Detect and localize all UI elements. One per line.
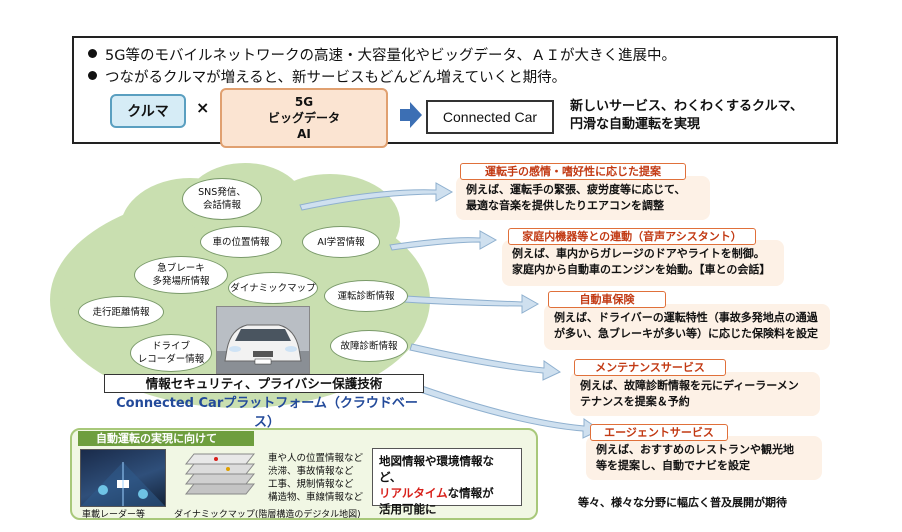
service-5-title: エージェントサービス <box>590 424 728 441</box>
security-bar: 情報セキュリティ、プライバシー保護技術 <box>104 374 424 393</box>
service-5-body: 例えば、おすすめのレストランや観光地 等を提案し、自動でナビを設定 <box>586 436 822 480</box>
realtime-line-2-rest: な情報が <box>447 486 494 500</box>
bubble-position-label: 車の位置情報 <box>212 236 270 248</box>
bullet-line-1: 5G等のモバイルネットワークの高速・大容量化やビッグデータ、ＡＩが大きく進展中。 <box>88 44 676 65</box>
panel-title: 自動運転の実現に向けて <box>78 431 254 446</box>
realtime-highlight: リアルタイム <box>379 486 448 500</box>
arrow-3 <box>403 294 540 314</box>
service-3-text: 例えば、ドライバーの運転特性（事故多発地点の通過 が多い、急ブレーキが多い等）に… <box>554 311 818 340</box>
service-4-body: 例えば、故障診断情報を元にディーラーメン テナンスを提案＆予約 <box>570 372 820 416</box>
layer-label-3: 工事、規制情報など <box>268 479 354 490</box>
platform-label: Connected Carプラットフォーム（クラウドベース） <box>116 396 418 430</box>
closing-text: 等々、様々な分野に幅広く普及展開が期待 <box>578 496 787 509</box>
bullet-text-2: つながるクルマが増えると、新サービスもどんどん増えていくと期待。 <box>105 70 567 86</box>
service-4-title: メンテナンスサービス <box>574 359 726 376</box>
service-2-body: 例えば、車内からガレージのドアやライトを制御。 家庭内から自動車のエンジンを始動… <box>502 240 784 286</box>
car-photo <box>216 306 310 374</box>
bubble-fault: 故障診断情報 <box>330 330 408 362</box>
bubble-dynamic-map: ダイナミックマップ <box>228 272 318 304</box>
radar-caption: 車載レーダー等 <box>82 510 146 520</box>
bubble-diagnosis: 運転診断情報 <box>324 280 408 312</box>
arrow-1 <box>299 182 454 211</box>
service-3-title: 自動車保険 <box>548 291 666 308</box>
bullet-icon <box>88 49 97 58</box>
service-2-title: 家庭内機器等との連動（音声アシスタント） <box>508 228 756 245</box>
radar-image <box>80 449 166 507</box>
bullet-line-2: つながるクルマが増えると、新サービスもどんどん増えていくと期待。 <box>88 66 566 87</box>
service-2-text: 例えば、車内からガレージのドアやライトを制御。 家庭内から自動車のエンジンを始動… <box>512 247 771 276</box>
tech-5g: 5G <box>294 95 314 109</box>
layer-label-1: 車や人の位置情報など <box>268 453 364 464</box>
bubble-diagnosis-label: 運転診断情報 <box>337 290 395 302</box>
bubble-recorder-label: ドライブ レコーダー情報 <box>137 341 205 365</box>
service-1-title: 運転手の感情・嗜好性に応じた提案 <box>460 163 686 180</box>
layer-label-4: 構造物、車線情報など <box>268 492 364 503</box>
arrow-2 <box>389 230 498 251</box>
bubble-distance-label: 走行距離情報 <box>92 306 150 318</box>
realtime-line-2: リアルタイムな情報が <box>379 485 515 501</box>
realtime-line-1: 地図情報や環境情報など、 <box>379 454 494 484</box>
bubble-sns: SNS発信、 会話情報 <box>182 178 262 220</box>
tech-box: 5G ビッグデータ AI <box>220 88 388 148</box>
bullet-text-1: 5G等のモバイルネットワークの高速・大容量化やビッグデータ、ＡＩが大きく進展中。 <box>105 48 677 64</box>
bubble-dynamic-map-label: ダイナミックマップ <box>230 282 316 294</box>
bubble-ai: AI学習情報 <box>302 226 380 258</box>
realtime-line-3: 活用可能に <box>379 502 437 516</box>
bubble-sns-label: SNS発信、 会話情報 <box>198 187 246 211</box>
result-text: 新しいサービス、わくわくするクルマ、 円滑な自動運転を実現 <box>570 98 803 134</box>
layered-map-icon <box>184 453 256 495</box>
bubble-fault-label: 故障診断情報 <box>340 340 398 352</box>
summary-box: 5G等のモバイルネットワークの高速・大容量化やビッグデータ、ＡＩが大きく進展中。… <box>72 36 838 148</box>
bullet-icon <box>88 71 97 80</box>
right-arrow-icon <box>400 102 422 128</box>
service-4-text: 例えば、故障診断情報を元にディーラーメン テナンスを提案＆予約 <box>580 379 799 408</box>
bubble-brake: 急ブレーキ 多発場所情報 <box>134 256 228 294</box>
bubble-recorder: ドライブ レコーダー情報 <box>130 334 212 372</box>
service-1-text: 例えば、運転手の緊張、疲労度等に応じて、 最適な音楽を提供したりエアコンを調整 <box>466 183 686 212</box>
connected-car-box: Connected Car <box>426 100 554 134</box>
realtime-info-box: 地図情報や環境情報など、 リアルタイムな情報が 活用可能に <box>372 448 522 516</box>
result-line-1: 新しいサービス、わくわくするクルマ、 <box>570 99 803 114</box>
tech-ai: AI <box>297 127 311 141</box>
bubble-distance: 走行距離情報 <box>78 296 164 328</box>
bubble-brake-label: 急ブレーキ 多発場所情報 <box>152 263 210 287</box>
service-5-text: 例えば、おすすめのレストランや観光地 等を提案し、自動でナビを設定 <box>596 443 794 472</box>
service-1-body: 例えば、運転手の緊張、疲労度等に応じて、 最適な音楽を提供したりエアコンを調整 <box>456 176 710 220</box>
service-3-body: 例えば、ドライバーの運転特性（事故多発地点の通過 が多い、急ブレーキが多い等）に… <box>544 304 830 350</box>
layer-label-2: 渋滞、事故情報など <box>268 466 354 477</box>
arrow-4 <box>409 343 562 381</box>
result-line-2: 円滑な自動運転を実現 <box>570 117 701 132</box>
service-arrows <box>299 182 602 439</box>
car-box: クルマ <box>110 94 186 128</box>
times-sign: × <box>196 98 210 117</box>
bubble-position: 車の位置情報 <box>200 226 282 258</box>
map-caption: ダイナミックマップ(階層構造のデジタル地図) <box>174 510 361 520</box>
car-icon <box>217 307 309 373</box>
radar-icon <box>81 462 165 506</box>
bubble-ai-label: AI学習情報 <box>317 236 365 248</box>
tech-bigdata: ビッグデータ <box>267 111 340 125</box>
